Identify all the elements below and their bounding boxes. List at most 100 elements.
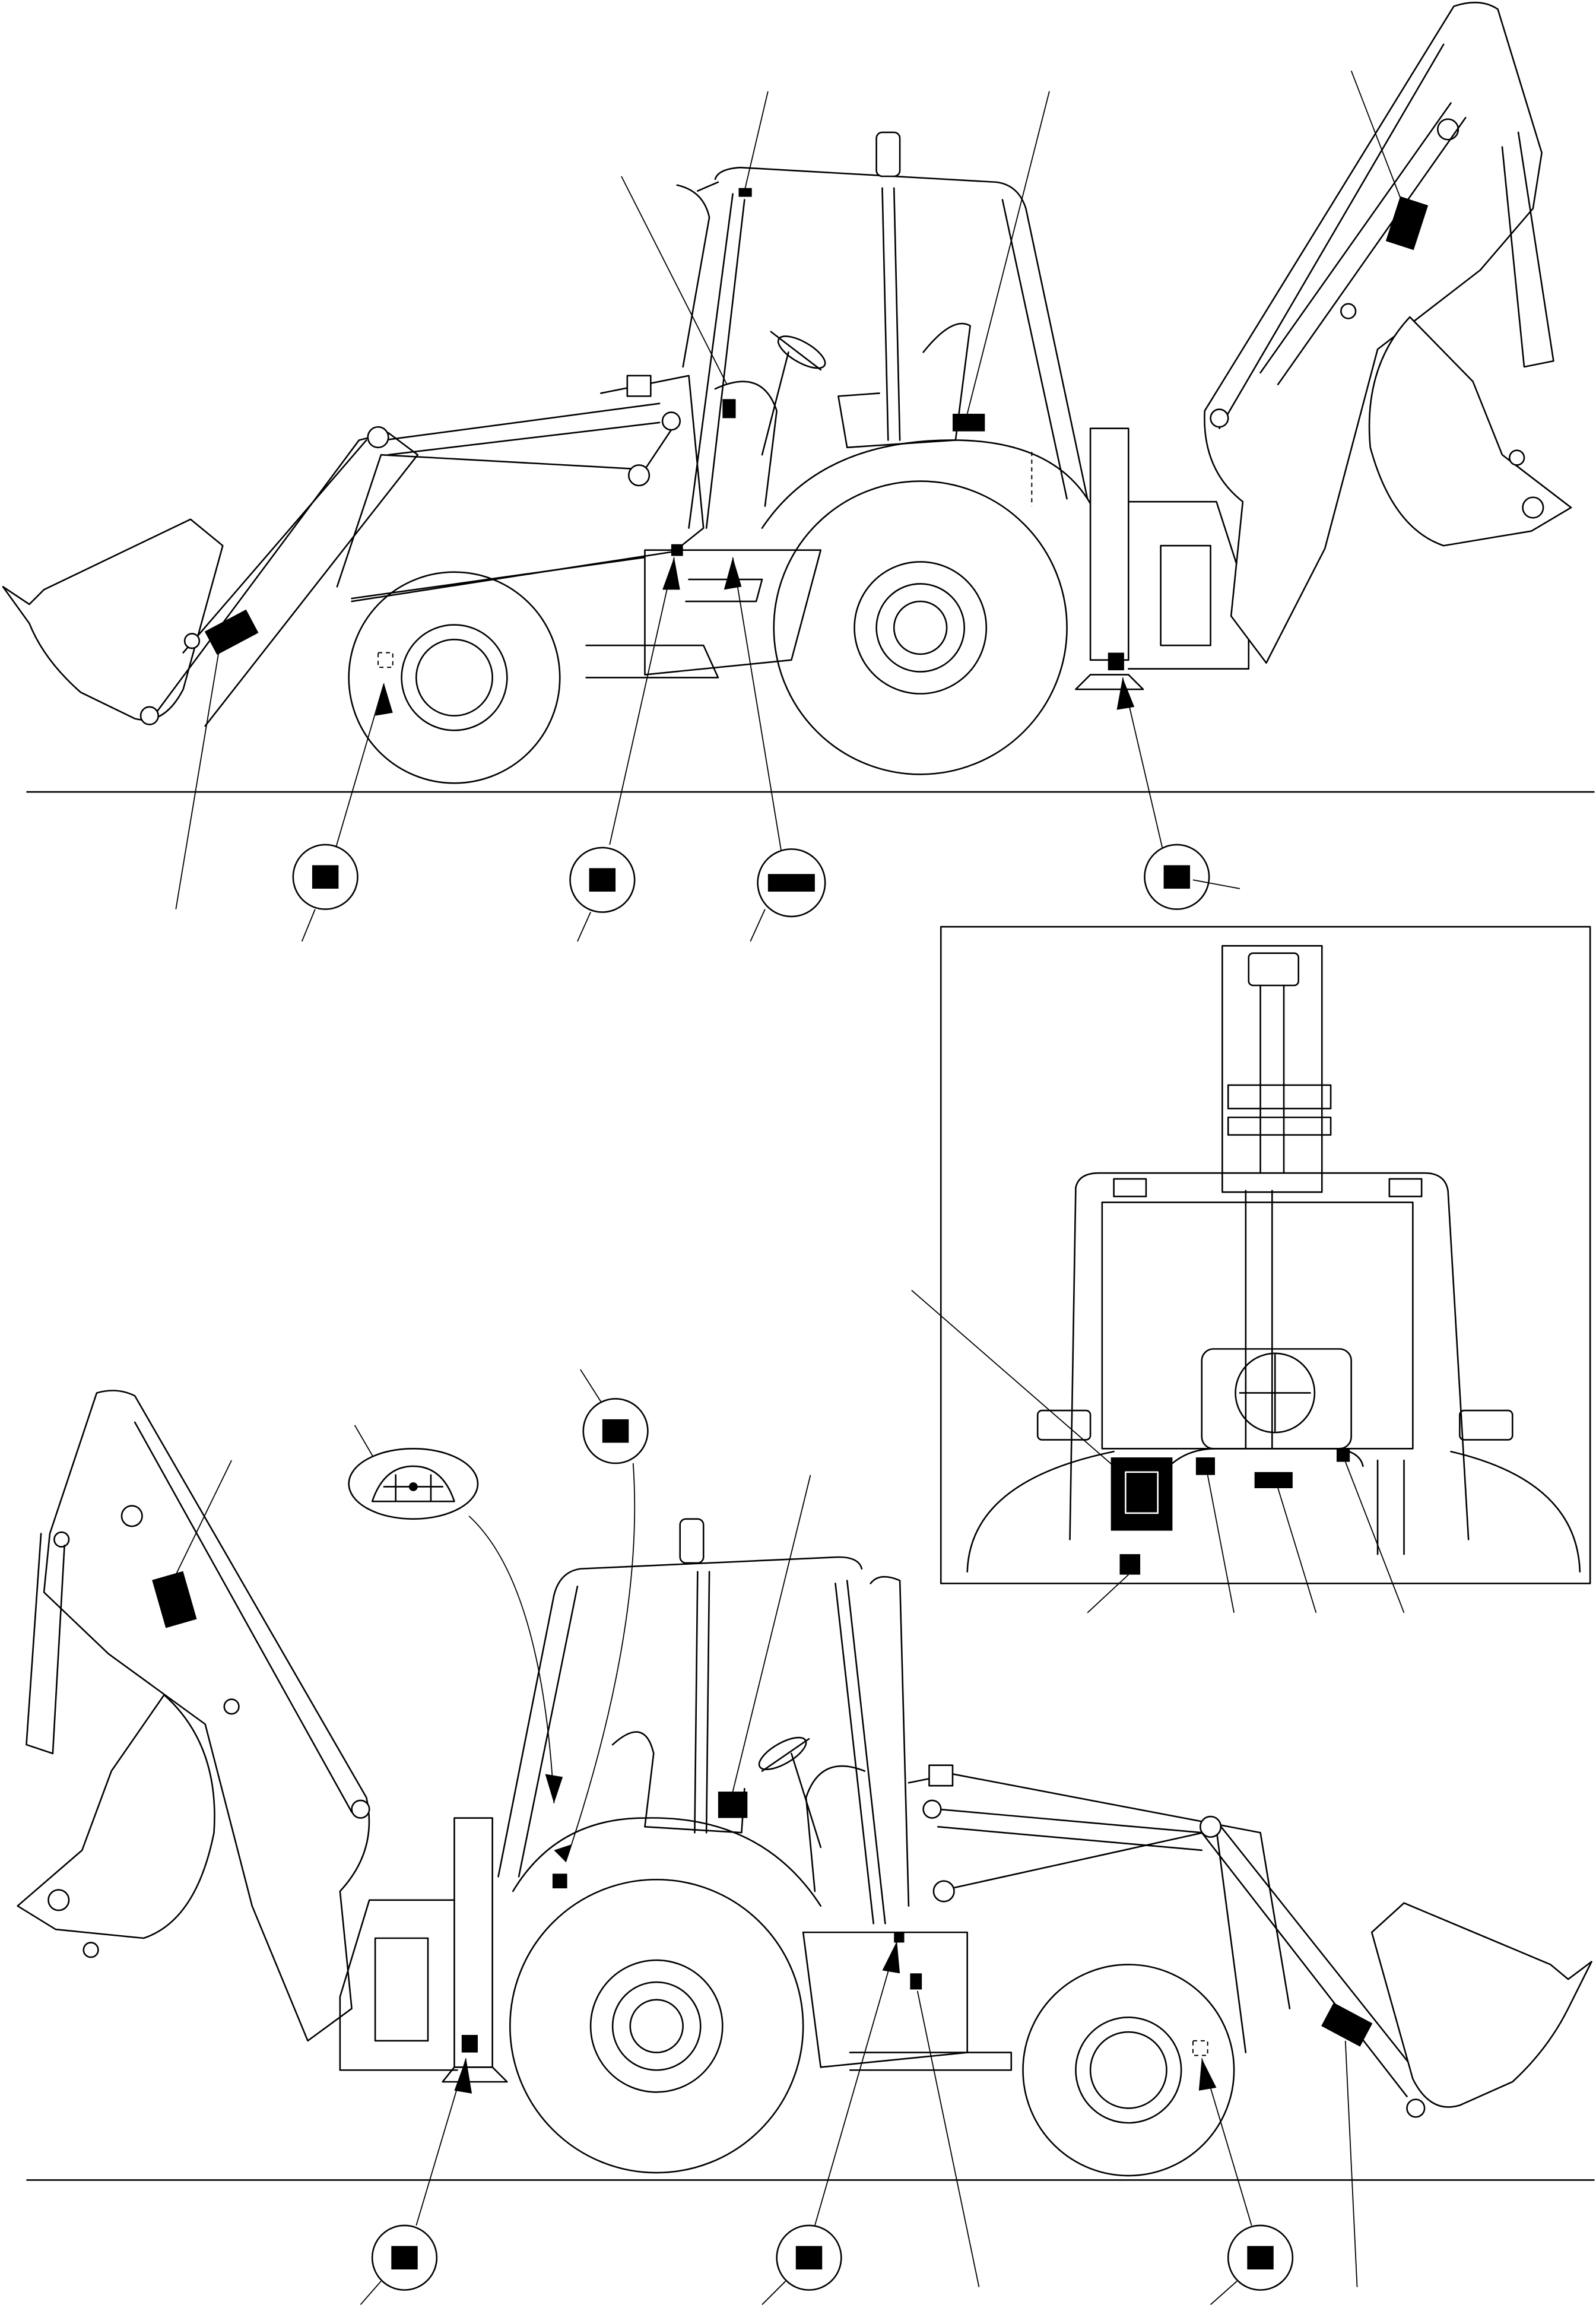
arrow-cab-right	[545, 1774, 563, 1803]
front-wheel-hub	[416, 639, 492, 715]
loader-pivot-right-2	[924, 1800, 941, 1818]
swing-tower	[1161, 546, 1211, 645]
boom-band-1	[1228, 1085, 1331, 1109]
cab-roof-right	[499, 1557, 862, 1876]
label-marker-boom-right	[152, 1571, 197, 1628]
boom-edge	[1219, 45, 1443, 429]
leader-b9	[918, 1991, 979, 2287]
front-wheel-rim	[402, 625, 507, 731]
bucket-pin	[1509, 451, 1524, 465]
cab-rear-left	[1070, 1188, 1076, 1540]
leader-8	[733, 557, 781, 851]
front-wheel-tyre-right	[1023, 1964, 1235, 2176]
rear-frame-beam	[1172, 1448, 1363, 1466]
swing-frame-right	[340, 1900, 458, 2070]
boom-side-pin	[54, 1532, 69, 1547]
leader-b5	[469, 1516, 554, 1803]
lift-cylinder-right	[938, 1809, 1201, 1850]
stabilizer-pad-right	[443, 2067, 507, 2082]
cab-front-pillar-right	[847, 1581, 885, 1924]
control-block-detail	[1125, 1472, 1157, 1513]
leader-b6	[355, 1425, 376, 1460]
arrow-step-right	[882, 1941, 900, 1974]
rear-fender-right	[513, 1818, 821, 1906]
loader-pivot-3	[662, 413, 680, 430]
callout-circle-bottom-4	[1211, 2225, 1293, 2304]
callout-oval-pictogram	[349, 1448, 478, 1519]
operator-seat-right	[613, 1732, 744, 1833]
beacon-light	[877, 132, 900, 176]
rear-wheel-center-right	[630, 2000, 683, 2053]
label-marker-fender-right	[552, 1873, 567, 1889]
rear-light-left	[1114, 1179, 1146, 1197]
cab-door-pillar-2	[894, 188, 900, 440]
steering-column-right	[762, 1739, 821, 1847]
arrow-step-1	[662, 557, 680, 590]
label-marker-hidden-front	[378, 652, 393, 667]
engine-hood	[352, 376, 704, 601]
swing-tower-right	[375, 1938, 428, 2041]
callout-circle-top-4	[1144, 845, 1240, 909]
cab-front-pillar-right-2	[835, 1583, 873, 1923]
loader-pivot-right-1	[1200, 1816, 1221, 1837]
rear-wheel-center	[894, 601, 947, 654]
label-marker-loader-arm	[204, 609, 259, 655]
inset-leader-2	[1087, 1575, 1128, 1613]
loader-link	[337, 426, 674, 587]
leader-b4	[566, 1463, 634, 1862]
label-marker-hidden-right	[1193, 2041, 1208, 2056]
boom-base-pin-right	[352, 1800, 370, 1818]
bucket-pivot	[1523, 497, 1544, 518]
rear-wheel-hub-right	[613, 1982, 700, 2070]
arrow-stabilizer	[1116, 677, 1135, 710]
stabilizer-pad	[1075, 675, 1143, 690]
backhoe-bucket-right	[18, 1695, 215, 1938]
loader-pivot-2	[629, 465, 649, 486]
rear-fender	[762, 440, 1092, 645]
boom-pivot	[1438, 119, 1458, 140]
backhoe-boom	[1204, 2, 1541, 663]
boom-pin-right	[224, 1700, 239, 1714]
stabilizer-leg-right	[454, 1818, 492, 2068]
exhaust-stack	[677, 185, 709, 367]
leader-b8	[815, 1941, 897, 2225]
inset-marker-3	[1254, 1472, 1293, 1488]
label-marker-stabilizer-right	[461, 2034, 478, 2053]
inset-leader-3	[1208, 1475, 1234, 1613]
label-marker-step-top	[894, 1932, 905, 1943]
bottom-side-view	[18, 1391, 1595, 2180]
bottom-view-markers	[152, 1369, 1373, 2304]
steering-wheel	[774, 330, 830, 374]
inset-leader-1	[912, 1291, 1114, 1466]
arrow-front-wheel-right	[1198, 2058, 1217, 2091]
label-marker-stabilizer	[1108, 652, 1124, 671]
leader-2	[621, 176, 727, 385]
inset-leader-4	[1278, 1488, 1316, 1613]
leader-b3	[580, 1369, 601, 1402]
cab-rear-pillar	[1002, 199, 1067, 499]
callout-circle-bottom-3	[762, 2225, 841, 2304]
loader-link-right	[938, 1830, 1246, 2052]
dipper-cylinder-right	[26, 1534, 64, 1754]
boom-rear-cylinder	[1261, 985, 1284, 1173]
swing-frame	[1128, 502, 1248, 668]
leader-5	[1351, 71, 1401, 199]
lift-cylinder-top	[384, 404, 659, 440]
stabilizer-leg	[1090, 429, 1128, 660]
lift-cylinder-bottom	[388, 423, 659, 455]
rear-window-rod	[1246, 1191, 1272, 1449]
engine-hood-right	[909, 1774, 1290, 2008]
label-marker-loader-right	[1321, 2002, 1373, 2047]
label-marker-cab-right	[718, 1792, 748, 1818]
boom-band-2	[1228, 1117, 1331, 1135]
front-wheel-tyre	[349, 572, 560, 784]
front-wheel-rim-right	[1075, 2017, 1181, 2123]
leader-7	[610, 557, 674, 845]
arrow-stabilizer-right	[454, 2058, 472, 2094]
rear-wheel-rim-right	[591, 1960, 722, 2092]
rear-wheel-tyre	[774, 481, 1067, 775]
hood-cap-right	[929, 1765, 953, 1786]
front-bucket	[3, 519, 223, 720]
beacon-light-right	[680, 1519, 704, 1563]
